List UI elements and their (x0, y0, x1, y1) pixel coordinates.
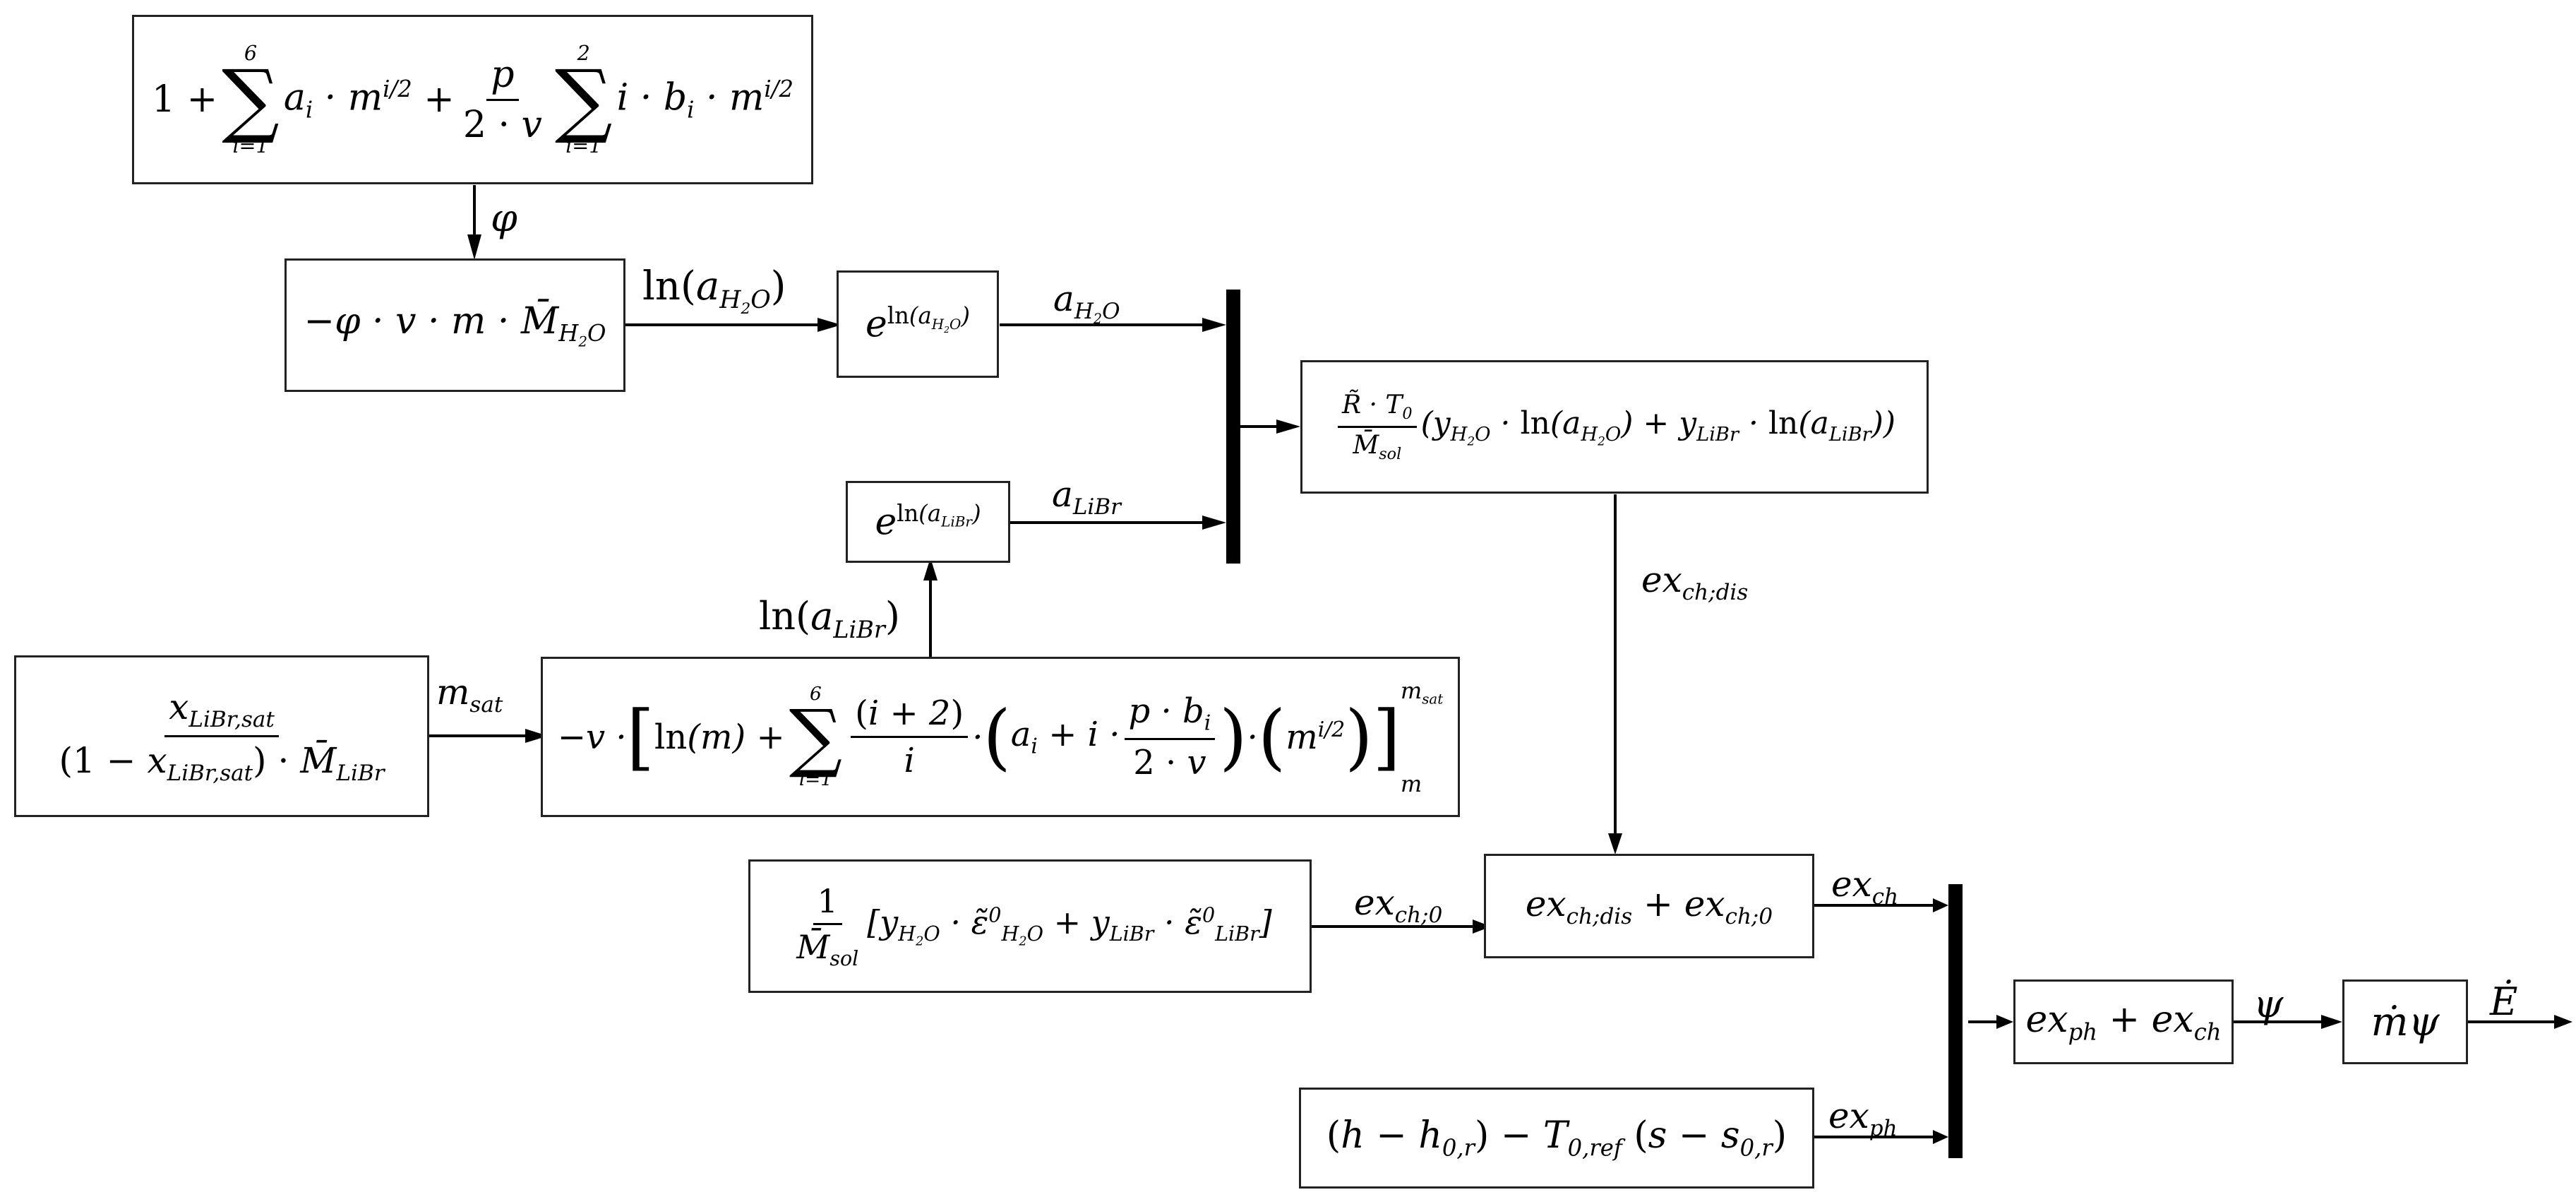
arrowhead (1202, 516, 1226, 530)
mux-bar-activities (1226, 290, 1240, 564)
arrowhead (1933, 1130, 1948, 1144)
label-ex-ch: exch (1831, 864, 1899, 910)
arrowhead (2554, 1015, 2572, 1029)
arrowhead (1202, 318, 1226, 332)
arrowhead (1996, 1015, 2013, 1029)
label-phi: φ (491, 196, 517, 240)
label-ex-ch0: exch;0 (1354, 882, 1443, 928)
mux-bar-exergy (1948, 884, 1963, 1158)
ln-aH2O-box: −φ · v · m · M̄H2O (284, 258, 625, 392)
ex-ph-formula-box: (h − h0,r) − T0,ref (s − s0,r) (1299, 1088, 1814, 1189)
exp-aLiBr-box: eln(aLiBr) (846, 481, 1010, 563)
label-a-LiBr: aLiBr (1052, 474, 1121, 520)
label-a-H2O: aH2O (1053, 278, 1120, 328)
ex-ch-sum-box: exch;dis + exch;0 (1484, 854, 1814, 958)
ln-aLiBr-integral-box: −v · [ ln(m) + 6∑i=1 (i + 2)i · (ai + i … (541, 657, 1460, 817)
exp-aH2O-box: eln(aH2O) (837, 270, 999, 378)
arrowhead (817, 318, 841, 332)
arrowhead (1608, 833, 1622, 854)
label-m-sat: msat (436, 672, 503, 717)
label-E-dot: Ė (2490, 979, 2518, 1024)
arrowhead (467, 234, 481, 260)
arrowhead (2321, 1015, 2342, 1029)
label-psi: ψ (2253, 982, 2284, 1026)
arrowhead (1276, 419, 1300, 434)
arrowhead (1473, 919, 1491, 934)
label-ln-aH2O: ln(aH2O) (642, 263, 786, 318)
label-ln-aLiBr: ln(aLiBr) (759, 594, 900, 643)
m-sat-formula-box: xLiBr,sat(1 − xLiBr,sat) · M̄LiBr (14, 655, 429, 817)
label-ex-ph: exph (1828, 1095, 1898, 1141)
arrowhead (923, 558, 937, 580)
arrowhead (525, 729, 548, 743)
arrowhead (1933, 898, 1948, 912)
label-ex-ch-dis: exch;dis (1641, 559, 1749, 605)
m-dot-psi-box: ṁψ (2342, 979, 2468, 1064)
psi-sum-box: exph + exch (2013, 979, 2234, 1064)
